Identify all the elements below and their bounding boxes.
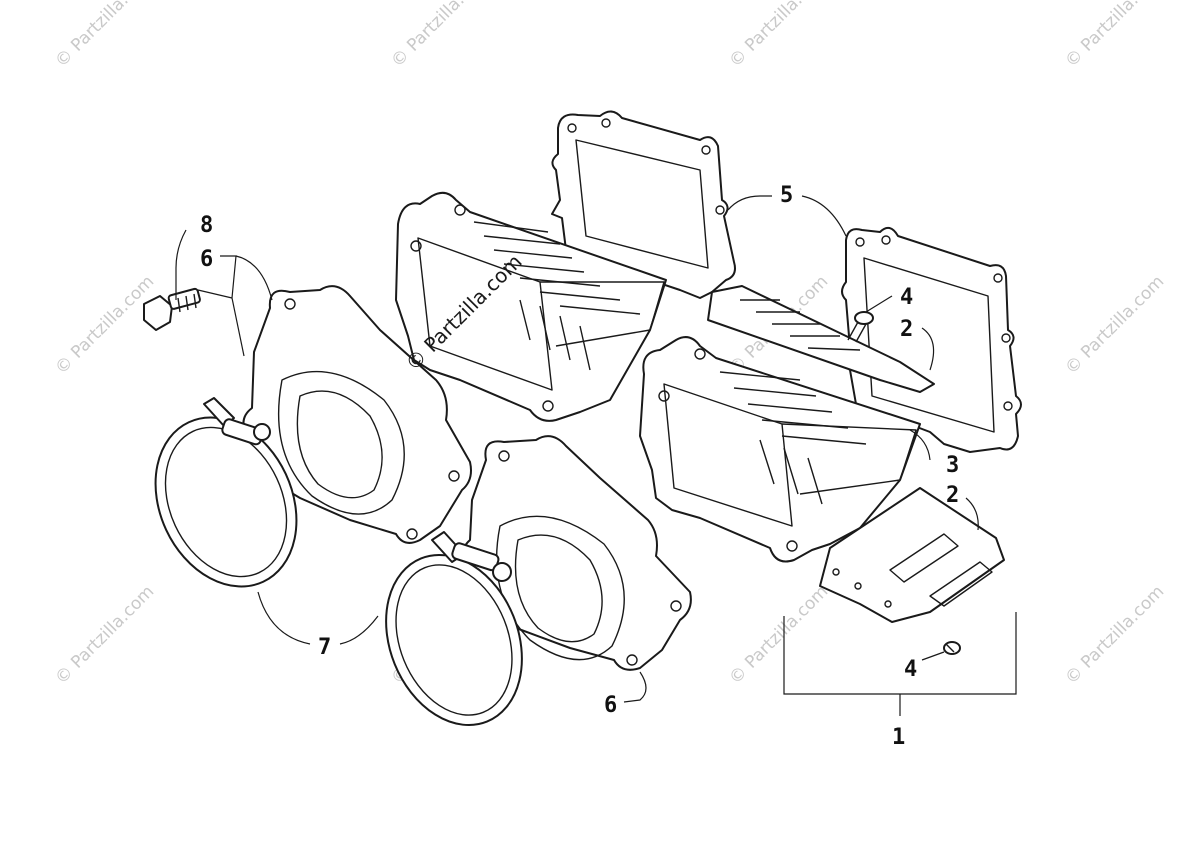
reed-cage-lower [639, 336, 921, 563]
gasket-upper [551, 110, 736, 299]
leader-lines [175, 195, 1017, 716]
watermark: © Partzilla.com [387, 0, 494, 72]
bolt [143, 287, 201, 331]
callout-clamp: 7 [318, 635, 331, 660]
callout-gasket: 5 [780, 183, 793, 208]
callout-reed-cage: 3 [946, 453, 959, 478]
hose-clamp-upper [154, 397, 298, 588]
watermark: © Partzilla.com [1061, 0, 1168, 72]
watermark: © Partzilla.com [51, 582, 158, 689]
callout-screw-upper: 4 [900, 285, 913, 310]
watermark: © Partzilla.com [1061, 582, 1168, 689]
callout-flange-upper: 6 [200, 247, 213, 272]
hose-clamp-lower [385, 531, 523, 727]
screw-upper [847, 311, 874, 343]
callout-screw-lower: 4 [904, 657, 917, 682]
watermark: © Partzilla.com [51, 0, 158, 72]
watermark: © Partzilla.com [51, 272, 158, 379]
callout-labels: 8 6 5 4 2 3 2 4 1 7 6 [200, 183, 959, 750]
callout-reed-petal-lower: 2 [946, 483, 959, 508]
intake-flange-upper [242, 285, 472, 544]
callout-reed-petal-upper: 2 [900, 317, 913, 342]
callout-flange-lower: 6 [604, 693, 617, 718]
reed-petal-upper [707, 285, 935, 393]
screw-lower [943, 641, 961, 655]
reed-cage-upper [395, 191, 667, 422]
watermark: © Partzilla.com [1061, 272, 1168, 379]
callout-assembly: 1 [892, 725, 905, 750]
watermark: © Partzilla.com [725, 582, 832, 689]
callout-bolt: 8 [200, 213, 213, 238]
watermark: © Partzilla.com [725, 0, 832, 72]
reed-petal-lower [819, 487, 1005, 623]
